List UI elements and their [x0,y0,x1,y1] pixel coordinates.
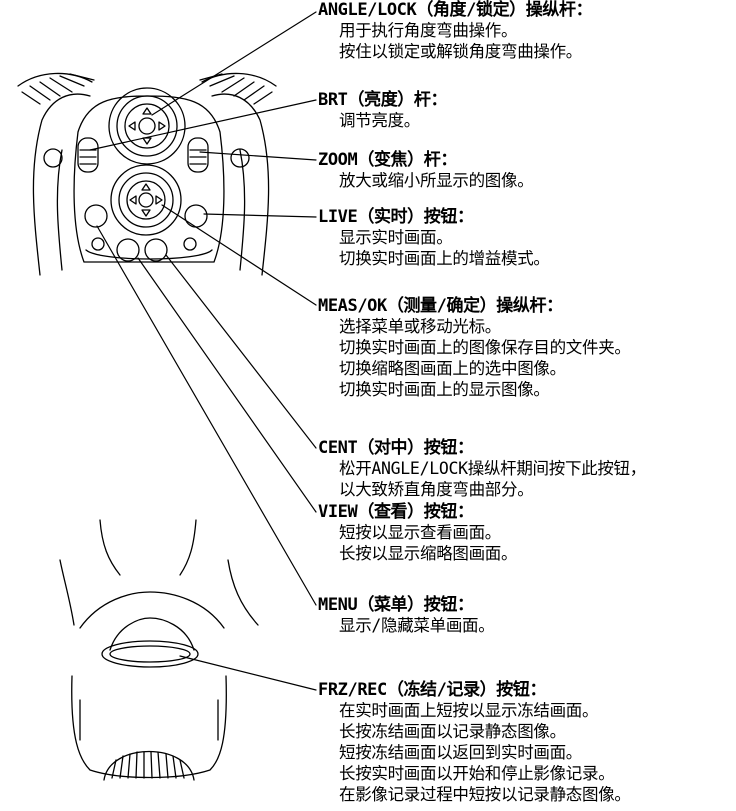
entry-line: 长按以显示缩略图画面。 [339,544,518,563]
entry-line: 显示实时画面。 [339,228,453,247]
entry-line: 调节亮度。 [339,111,421,130]
controller-bottom-view [59,519,259,781]
entry-line: 短按以显示查看画面。 [339,523,502,542]
entry-line: 按住以锁定或解锁角度弯曲操作。 [339,42,583,61]
entry-line: 长按冻结画面以记录静态图像。 [339,722,566,741]
entry-title: MEAS/OK（测量/确定）操纵杆： [318,296,563,316]
entry-line: 以大致矫直角度弯曲部分。 [339,480,534,499]
entry-line: 松开ANGLE/LOCK操纵杆期间按下此按钮， [339,459,646,478]
entry-title: MENU（菜单）按钮： [318,595,474,615]
entry-angle-lock: ANGLE/LOCK（角度/锁定）操纵杆： 用于执行角度弯曲操作。 按住以锁定或… [318,0,593,62]
entry-title: LIVE（实时）按钮： [318,207,474,227]
entry-line: 切换实时画面上的增益模式。 [339,249,550,268]
leader-lines [89,11,317,691]
entry-title: FRZ/REC（冻结/记录）按钮： [318,680,547,700]
entry-line: 短按冻结画面以返回到实时画面。 [339,743,583,762]
entry-line: 切换实时画面上的显示图像。 [339,380,550,399]
entry-line: 用于执行角度弯曲操作。 [339,21,518,40]
entry-title: VIEW（查看）按钮： [318,502,474,522]
entry-line: 在实时画面上短按以显示冻结画面。 [339,701,599,720]
entry-line: 选择菜单或移动光标。 [339,317,502,336]
entry-title: ANGLE/LOCK（角度/锁定）操纵杆： [318,0,593,20]
entry-frz-rec: FRZ/REC（冻结/记录）按钮： 在实时画面上短按以显示冻结画面。 长按冻结画… [318,680,631,805]
entry-line: 显示/隐藏菜单画面。 [339,616,495,635]
entry-title: ZOOM（变焦）杆： [318,150,457,170]
entry-cent: CENT（对中）按钮： 松开ANGLE/LOCK操纵杆期间按下此按钮， 以大致矫… [318,438,646,500]
entry-line: 长按实时画面以开始和停止影像记录。 [339,764,615,783]
entry-line: 切换缩略图画面上的选中图像。 [339,359,566,378]
entry-view: VIEW（查看）按钮： 短按以显示查看画面。 长按以显示缩略图画面。 [318,502,518,564]
entry-title: CENT（对中）按钮： [318,438,474,458]
entry-line: 放大或缩小所显示的图像。 [339,171,534,190]
entry-menu: MENU（菜单）按钮： 显示/隐藏菜单画面。 [318,595,495,636]
entry-live: LIVE（实时）按钮： 显示实时画面。 切换实时画面上的增益模式。 [318,207,550,269]
entry-line: 在影像记录过程中短按以记录静态图像。 [339,785,631,804]
controller-top-view [17,72,277,276]
entry-line: 切换实时画面上的图像保存目的文件夹。 [339,338,631,357]
entry-title: BRT（亮度）杆： [318,90,448,110]
entry-meas-ok: MEAS/OK（测量/确定）操纵杆： 选择菜单或移动光标。 切换实时画面上的图像… [318,296,631,400]
entry-zoom: ZOOM（变焦）杆： 放大或缩小所显示的图像。 [318,150,534,191]
entry-brt: BRT（亮度）杆： 调节亮度。 [318,90,448,131]
